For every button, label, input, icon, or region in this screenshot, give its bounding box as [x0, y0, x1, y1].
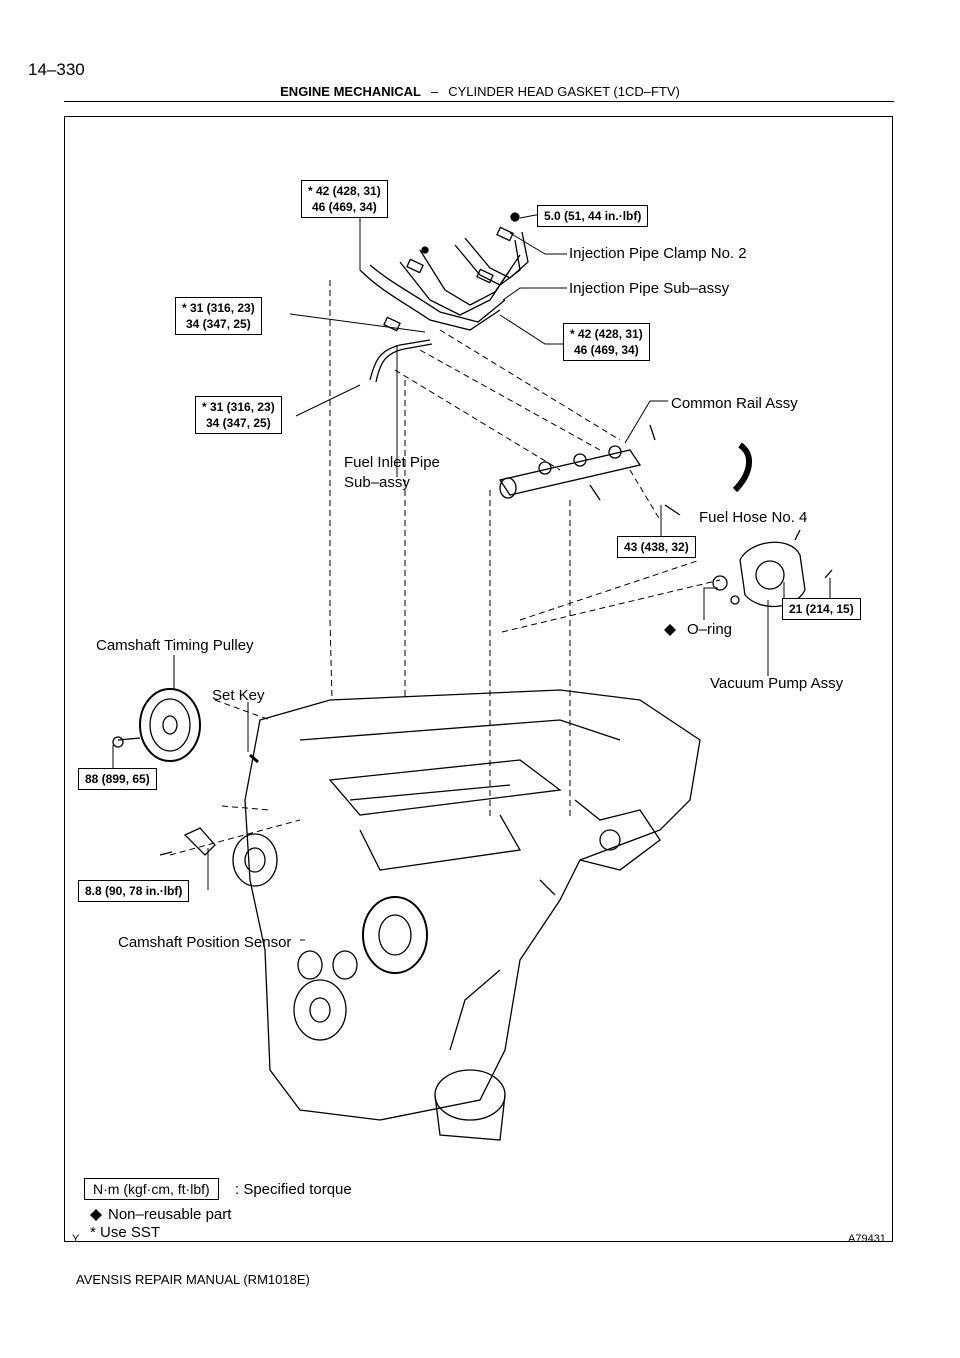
label-camshaft-timing-pulley: Camshaft Timing Pulley — [96, 637, 254, 654]
common-rail-drawing — [498, 424, 681, 516]
torque-spec-vacuum-pump: 21 (214, 15) — [782, 598, 861, 620]
torque-spec-common-rail: 43 (438, 32) — [617, 536, 696, 558]
legend-nonreusable: Non–reusable part — [108, 1206, 232, 1223]
torque-spec-pulley: 88 (899, 65) — [78, 768, 157, 790]
torque-spec-sensor: 8.8 (90, 78 in.·lbf) — [78, 880, 190, 902]
torque-spec-pipe-left: * 42 (428, 31)46 (469, 34) — [301, 180, 388, 218]
fuel-hose-drawing — [732, 442, 752, 493]
nonreusable-diamond-icon — [664, 624, 676, 636]
set-key-drawing — [249, 753, 259, 764]
header-rule — [64, 101, 894, 102]
subsection-title: CYLINDER HEAD GASKET (1CD–FTV) — [448, 84, 680, 99]
label-vacuum-pump: Vacuum Pump Assy — [710, 675, 844, 692]
figure-frame — [64, 116, 893, 1242]
page-number: 14–330 — [28, 60, 85, 79]
camshaft-pulley-drawing — [112, 688, 201, 762]
torque-spec-inlet-lower: * 31 (316, 23)34 (347, 25) — [195, 396, 282, 434]
injection-pipe-drawing — [359, 212, 529, 383]
assembly-lines — [169, 280, 721, 856]
label-fuel-hose: Fuel Hose No. 4 — [699, 509, 808, 526]
torque-spec-pipe-right: * 42 (428, 31)46 (469, 34) — [563, 323, 650, 361]
camshaft-sensor-drawing — [159, 827, 216, 856]
label-injection-pipe-clamp: Injection Pipe Clamp No. 2 — [569, 245, 747, 262]
torque-spec-inlet-upper: * 31 (316, 23)34 (347, 25) — [175, 297, 262, 335]
vacuum-pump-drawing — [712, 529, 833, 608]
engine-block-drawing — [232, 689, 701, 1141]
label-common-rail: Common Rail Assy — [671, 395, 798, 412]
label-set-key: Set Key — [212, 687, 265, 704]
legend-unit-box: N·m (kgf·cm, ft·lbf) — [84, 1178, 219, 1200]
label-camshaft-position-sensor: Camshaft Position Sensor — [118, 934, 292, 951]
section-header: ENGINE MECHANICAL–CYLINDER HEAD GASKET (… — [0, 84, 960, 99]
legend-sst: * Use SST — [90, 1224, 161, 1241]
leader-lines — [112, 213, 831, 941]
footer-manual-title: AVENSIS REPAIR MANUAL (RM1018E) — [76, 1272, 310, 1287]
legend-diamond-icon — [90, 1209, 102, 1221]
header-separator: – — [430, 84, 439, 99]
section-title: ENGINE MECHANICAL — [280, 84, 421, 99]
label-injection-pipe: Injection Pipe Sub–assy — [569, 280, 730, 297]
legend-unit-description: : Specified torque — [235, 1181, 352, 1198]
figure-id: A79431 — [848, 1233, 886, 1245]
torque-spec-clamp: 5.0 (51, 44 in.·lbf) — [537, 205, 649, 227]
label-o-ring: O–ring — [687, 621, 733, 638]
figure-corner-mark: Y — [72, 1233, 80, 1245]
